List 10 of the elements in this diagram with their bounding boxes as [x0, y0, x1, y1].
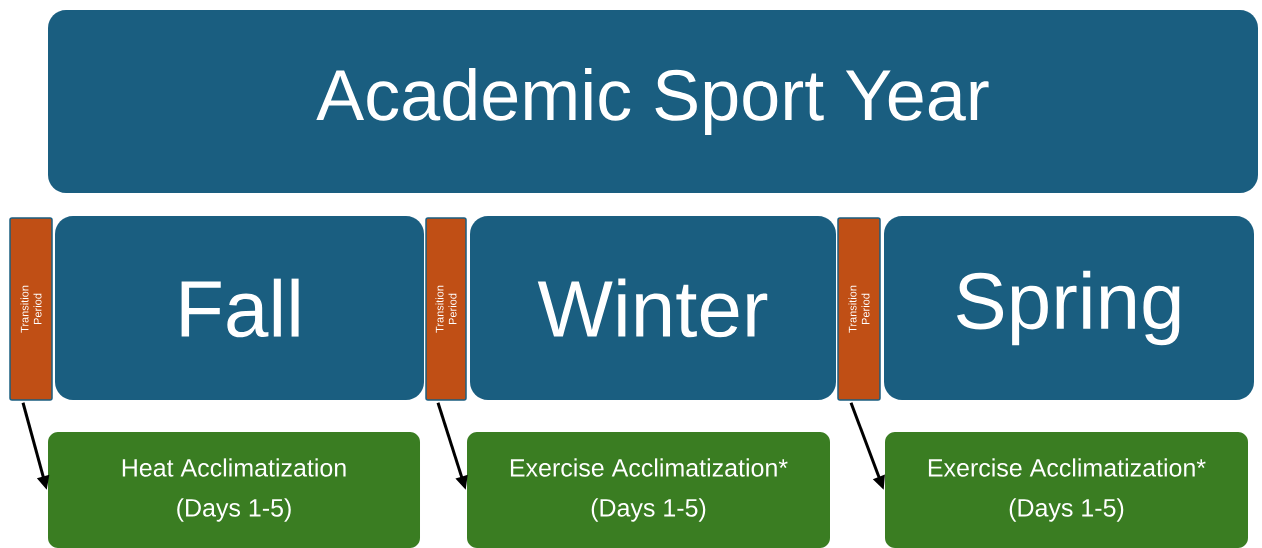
transition-bar: Transition Period: [9, 217, 53, 401]
acclimatization-box: Exercise Acclimatization* (Days 1-5): [885, 432, 1248, 548]
acclimatization-box: Exercise Acclimatization* (Days 1-5): [467, 432, 830, 548]
season-box: Fall: [55, 216, 424, 400]
header-box: Academic Sport Year: [48, 10, 1258, 193]
acclimatization-box: Heat Acclimatization (Days 1-5): [48, 432, 420, 548]
transition-bar: Transition Period: [837, 217, 881, 401]
season-box: Winter: [470, 216, 836, 400]
season-box: Spring: [884, 216, 1254, 400]
transition-bar: Transition Period: [425, 217, 467, 401]
